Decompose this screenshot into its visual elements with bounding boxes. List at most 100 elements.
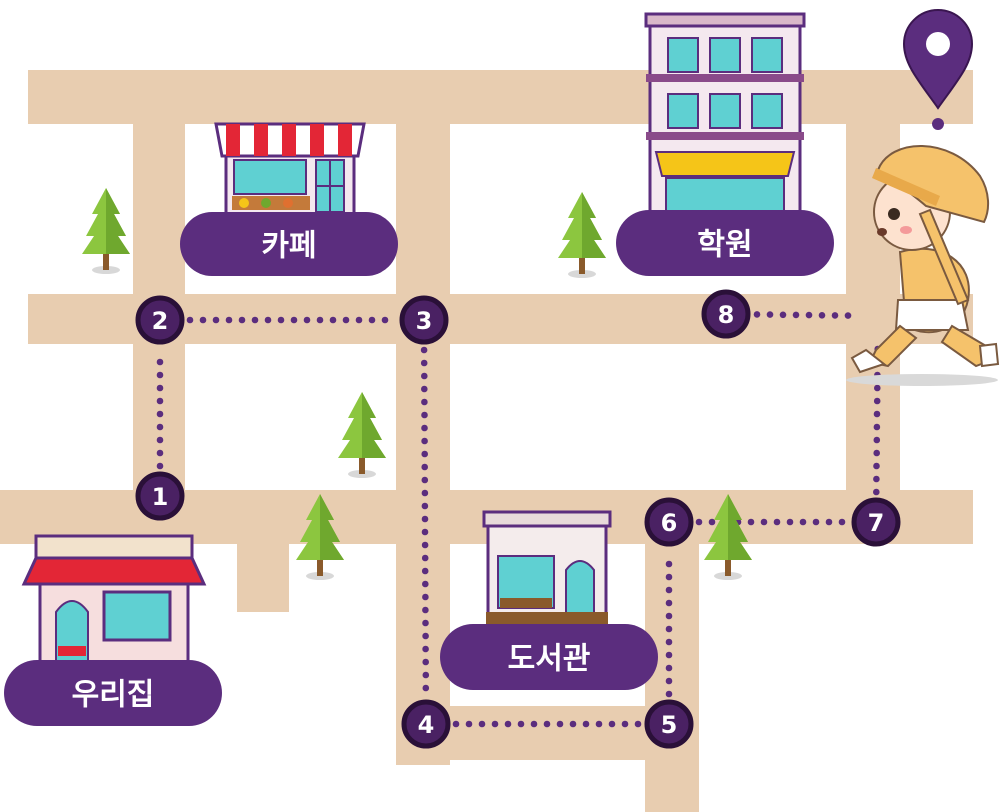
tree-icon <box>82 188 130 274</box>
cafe-striped-awning-icon <box>214 122 366 216</box>
route-dot <box>665 625 673 633</box>
route-dot <box>873 475 880 483</box>
route-dot <box>665 638 673 646</box>
waypoint-number: 7 <box>868 509 885 537</box>
route-dot <box>421 437 428 445</box>
route-dot <box>831 312 839 319</box>
route-dot <box>421 450 429 458</box>
route-dot <box>753 311 761 318</box>
route-dot <box>420 359 428 367</box>
route-dot <box>812 518 820 526</box>
route-dot <box>422 632 429 640</box>
waypoint-number: 3 <box>416 307 433 335</box>
route-dot <box>805 311 813 319</box>
location-pin-icon <box>902 9 974 130</box>
tree-icon <box>704 494 752 580</box>
route-dot <box>422 671 430 679</box>
route-dot <box>422 645 429 653</box>
route-dot <box>421 385 428 393</box>
tree-icon <box>558 192 606 278</box>
route-dot <box>873 397 881 405</box>
library-building-icon <box>482 510 612 626</box>
route-dot <box>491 720 499 728</box>
waypoint-number: 8 <box>718 301 735 329</box>
route-dot <box>779 311 787 319</box>
shop-red-awning-icon <box>21 534 207 666</box>
route-dot <box>665 612 673 620</box>
route-dot <box>421 489 429 497</box>
route-dot <box>422 606 429 614</box>
road-top <box>28 70 973 124</box>
route-dot <box>422 619 429 627</box>
route-dot <box>422 580 429 588</box>
waypoint-number: 1 <box>152 483 169 511</box>
route-dot <box>582 720 590 728</box>
place-label-cafe: 카페 <box>180 212 398 276</box>
route-dot <box>421 424 428 432</box>
route-dot <box>421 554 429 562</box>
route-dot <box>608 720 616 728</box>
route-dot <box>665 586 673 594</box>
route-dot <box>421 502 429 510</box>
route-dot <box>186 316 194 324</box>
waypoint-number: 4 <box>418 711 435 739</box>
place-label-text: 도서관 <box>508 642 591 677</box>
route-dot <box>251 316 259 324</box>
tree-icon <box>338 392 386 478</box>
route-dot <box>844 312 852 319</box>
route-dot <box>421 476 429 484</box>
route-dot <box>665 664 673 672</box>
route-dot <box>465 720 473 728</box>
route-dot <box>873 488 880 496</box>
route-dot <box>156 436 164 444</box>
route-dot <box>156 449 164 457</box>
route-dot <box>421 398 428 406</box>
route-dot <box>665 599 673 607</box>
route-dot <box>873 436 881 444</box>
route-dot <box>156 410 164 418</box>
route-dot <box>873 462 880 470</box>
route-dot <box>556 720 564 728</box>
route-dot <box>786 518 794 526</box>
place-label-text: 우리집 <box>72 678 155 713</box>
route-dot <box>421 411 428 419</box>
route-dot <box>156 358 164 366</box>
academy-building-icon <box>644 12 806 218</box>
route-dot <box>264 316 272 324</box>
route-dot <box>873 423 881 431</box>
waypoint-marker: 3 <box>399 295 449 345</box>
route-dot <box>420 346 428 354</box>
route-dot <box>381 316 389 324</box>
route-dot <box>452 720 460 728</box>
route-dot <box>421 567 429 575</box>
route-dot <box>504 720 512 728</box>
route-dot <box>329 316 337 324</box>
route-dot <box>238 316 246 324</box>
route-dot <box>530 720 538 728</box>
route-dot <box>766 311 774 318</box>
route-dot <box>665 651 673 659</box>
waypoint-number: 2 <box>152 307 169 335</box>
route-dot <box>421 463 429 471</box>
route-dot <box>421 515 429 523</box>
route-dot <box>543 720 551 728</box>
route-dot <box>156 462 164 470</box>
waypoint-marker: 8 <box>701 289 751 339</box>
waypoint-marker: 4 <box>401 699 451 749</box>
place-label-academy: 학원 <box>616 210 834 276</box>
route-dot <box>478 720 486 728</box>
route-dot <box>665 677 673 685</box>
route-path <box>156 311 881 728</box>
route-dot <box>665 573 673 581</box>
waypoint-marker: 6 <box>644 497 694 547</box>
route-dot <box>422 593 429 601</box>
waypoint-marker: 5 <box>644 699 694 749</box>
tree-icon <box>296 494 344 580</box>
waypoint-marker: 7 <box>851 497 901 547</box>
road-middle <box>28 294 973 344</box>
route-dot <box>665 690 673 698</box>
trees <box>82 188 752 580</box>
route-dot <box>799 518 807 526</box>
route-dot <box>818 312 826 319</box>
